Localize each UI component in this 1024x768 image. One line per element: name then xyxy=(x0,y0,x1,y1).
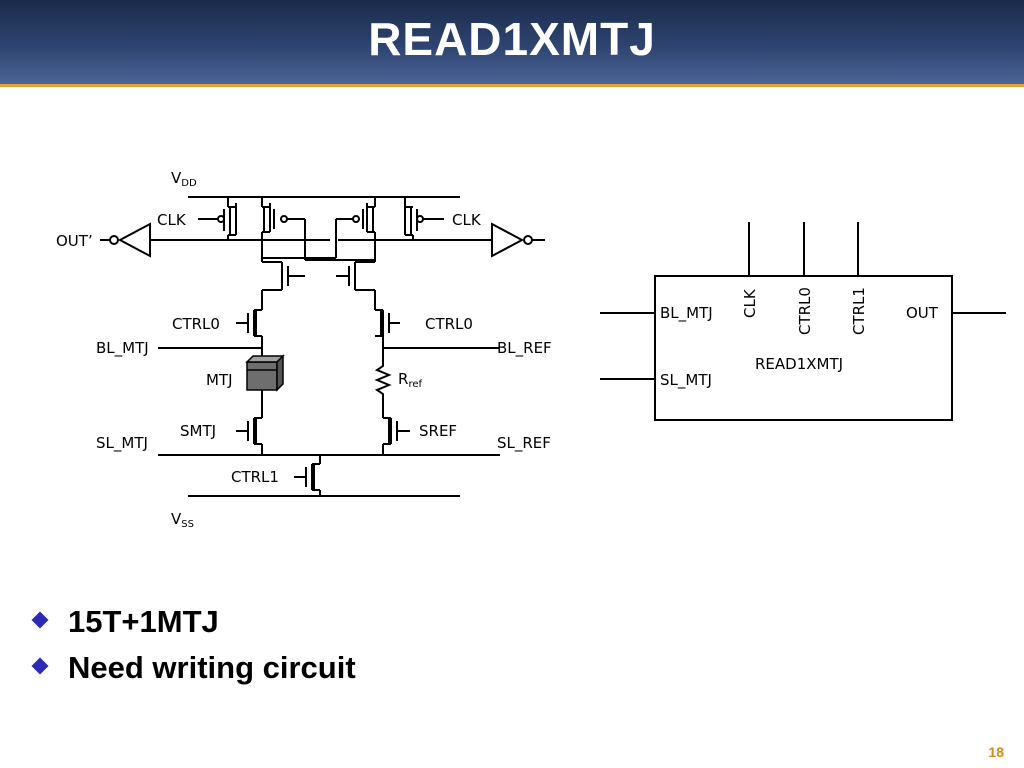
block-pin-bl-mtj: BL_MTJ xyxy=(660,304,713,323)
sl-ref-label: SL_REF xyxy=(497,434,551,453)
page-number: 18 xyxy=(988,744,1004,760)
smtj-label: SMTJ xyxy=(180,422,216,440)
bullet-item: 15T+1MTJ xyxy=(31,604,356,650)
mtj-device xyxy=(245,354,285,392)
ctrl1-label: CTRL1 xyxy=(231,468,279,486)
ctrl0-left-label: CTRL0 xyxy=(172,315,220,333)
bullet-item: Need writing circuit xyxy=(31,650,356,696)
bl-ref-label: BL_REF xyxy=(497,339,552,358)
block-pin-sl-mtj: SL_MTJ xyxy=(660,371,712,390)
diamond-bullet-icon xyxy=(31,611,49,629)
ctrl0-right-label: CTRL0 xyxy=(425,315,473,333)
bullet-text: 15T+1MTJ xyxy=(68,604,219,639)
clk-left-label: CLK xyxy=(157,211,187,229)
clk-right-label: CLK xyxy=(452,211,482,229)
circuit-wires xyxy=(100,196,545,497)
sref-label: SREF xyxy=(419,422,457,440)
mtj-label: MTJ xyxy=(206,371,233,389)
block-name: READ1XMTJ xyxy=(755,355,843,373)
bl-mtj-label: BL_MTJ xyxy=(96,339,149,358)
out-prime-label: OUT’ xyxy=(56,232,93,250)
block-pin-ctrl0: CTRL0 xyxy=(796,287,814,335)
block-pin-ctrl1: CTRL1 xyxy=(850,287,868,335)
sl-mtj-label: SL_MTJ xyxy=(96,434,148,453)
slide-title: READ1XMTJ xyxy=(368,13,656,65)
bullet-list: 15T+1MTJ Need writing circuit xyxy=(31,604,356,696)
title-bar xyxy=(0,0,1024,84)
block-pin-clk: CLK xyxy=(741,288,759,318)
vdd-label: VDD xyxy=(171,169,197,189)
diamond-bullet-icon xyxy=(31,657,49,675)
block-symbol xyxy=(600,222,1006,421)
block-pin-out: OUT xyxy=(906,304,939,322)
bullet-text: Need writing circuit xyxy=(68,650,356,685)
title-rule xyxy=(0,84,1024,87)
vss-label: VSS xyxy=(171,510,194,530)
rref-label: Rref xyxy=(398,370,422,390)
